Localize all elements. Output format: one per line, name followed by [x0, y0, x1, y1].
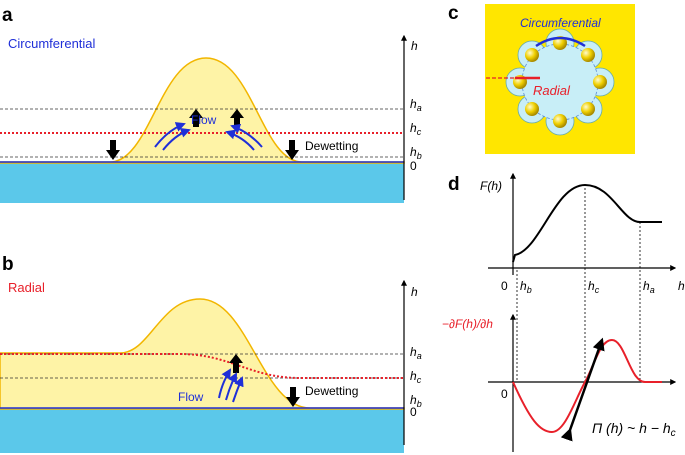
dewetting-label: Dewetting: [305, 139, 358, 153]
flow-arrow: [225, 372, 237, 401]
radial-label: Radial: [533, 83, 571, 98]
zero-label: 0: [410, 405, 417, 419]
radial-profile-line: [0, 353, 404, 379]
flow-arrow: [162, 127, 191, 151]
panel-a: a Circumferential h ha hc hb 0 Flow Dewe…: [0, 5, 422, 203]
panel-c: c Circumferential Rad: [448, 3, 635, 154]
panel-letter-c: c: [448, 3, 459, 24]
panel-letter-a: a: [2, 5, 13, 26]
panel-a-title: Circumferential: [8, 36, 96, 51]
particles: [513, 36, 607, 128]
ha-label: ha: [410, 345, 422, 361]
hc-label: hc: [410, 369, 422, 385]
circumferential-arc: [535, 36, 586, 48]
up-arrow: [229, 354, 243, 373]
up-arrow-right: [230, 109, 244, 127]
panel-b: b Radial h ha hc hb 0 Flow Dewetting: [0, 254, 422, 453]
h-axis-label: h: [411, 39, 418, 53]
flow-label: Flow: [178, 390, 204, 404]
down-arrow-left: [106, 140, 120, 160]
circumferential-label: Circumferential: [520, 16, 601, 30]
flow-arrow: [230, 123, 263, 148]
up-arrow-left: [189, 109, 203, 127]
hc-label: hc: [410, 121, 422, 137]
hb-tick-label: hb: [520, 279, 532, 295]
ha-tick-label: ha: [643, 279, 655, 295]
flow-arrow: [218, 368, 232, 399]
dewetting-label: Dewetting: [305, 384, 358, 398]
panel-d: d F(h) 0 hb hc ha h −∂F(h)/∂h 0 Π (h) ~ …: [442, 172, 685, 452]
substrate: [0, 163, 404, 203]
zero-label: 0: [501, 279, 508, 293]
top-x-label: h: [678, 279, 685, 293]
ring-center: [522, 44, 598, 120]
ha-label: ha: [410, 97, 422, 113]
hb-label: hb: [410, 145, 422, 161]
down-arrow-right: [285, 140, 299, 160]
free-energy-curve: [512, 183, 662, 263]
top-y-label: F(h): [480, 179, 502, 193]
h-axis-label: h: [411, 285, 418, 299]
panel-b-title: Radial: [8, 280, 45, 295]
force-curve: [512, 338, 662, 434]
flow-arrow: [232, 376, 244, 403]
flow-arrow: [154, 122, 186, 148]
droplet: [0, 57, 405, 164]
substrate: [0, 409, 404, 453]
hb-label: hb: [410, 393, 422, 409]
panel-letter-b: b: [2, 254, 14, 275]
bottom-y-label: −∂F(h)/∂h: [442, 317, 493, 331]
flow-label: Flow: [191, 113, 217, 127]
zero-label: 0: [501, 387, 508, 401]
down-arrow: [286, 387, 300, 407]
pi-label: Π (h) ~ h − hc: [592, 420, 676, 439]
zero-label: 0: [410, 159, 417, 173]
linear-approx-arrow: [560, 337, 605, 442]
hc-tick-label: hc: [588, 279, 600, 295]
panel-letter-d: d: [448, 174, 460, 195]
flow-arrow: [225, 129, 255, 151]
